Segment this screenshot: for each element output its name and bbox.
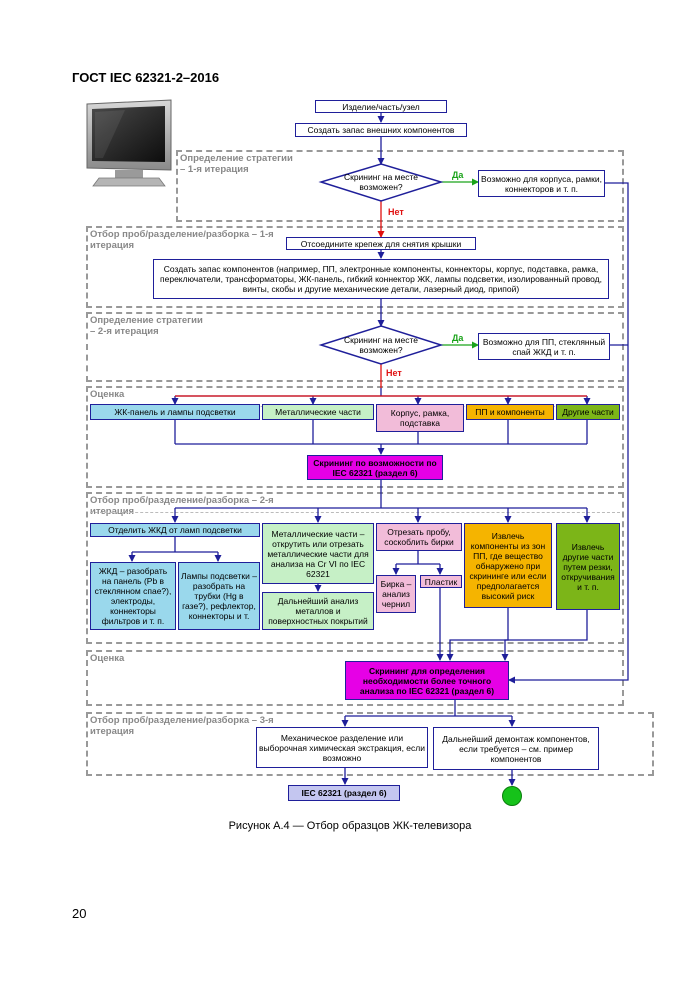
node-screening-accurate: Скрининг для определения необходимости б…	[345, 661, 509, 700]
node-possible-pcb: Возможно для ПП, стеклянный спай ЖКД и т…	[478, 333, 610, 360]
diamond-shape	[318, 325, 444, 365]
frame-disassembly-2-label: Отбор проб/разделение/разборка – 2-я ите…	[90, 495, 274, 517]
node-cat-case: Корпус, рамка, подставка	[376, 404, 464, 432]
node-cat-metal: Металлические части	[262, 404, 374, 420]
no-label: Нет	[386, 368, 402, 378]
node-stock-external: Создать запас внешних компонентов	[295, 123, 467, 137]
node-separate-lcd: Отделить ЖКД от ламп подсветки	[90, 523, 260, 537]
frame-assessment-1	[86, 386, 624, 488]
frame-disassembly-1-label: Отбор проб/разделение/разборка – 1-я ите…	[90, 229, 274, 251]
node-further-dismantle: Дальнейший демонтаж компонентов, если тр…	[433, 727, 599, 770]
node-lamps-disassemble: Лампы подсветки – разобрать на трубки (H…	[178, 562, 260, 630]
frame-strategy-1-label: Определение стратегии – 1-я итерация	[180, 153, 293, 175]
node-cat-lcd: ЖК-панель и лампы подсветки	[90, 404, 260, 420]
yes-label: Да	[452, 333, 464, 343]
node-cat-other: Другие части	[556, 404, 620, 420]
no-label: Нет	[388, 207, 404, 217]
node-label-ink: Бирка – анализ чернил	[376, 575, 416, 613]
node-metal-cut: Металлические части – открутить или отре…	[262, 523, 374, 584]
lcd-tv-icon	[85, 98, 175, 190]
node-plastic: Пластик	[420, 575, 462, 588]
node-cat-pcb: ПП и компоненты	[466, 404, 554, 420]
frame-disassembly-3	[86, 712, 654, 776]
node-lcd-disassemble: ЖКД – разобрать на панель (Pb в стеклянн…	[90, 562, 176, 630]
node-product: Изделие/часть/узел	[315, 100, 447, 113]
frame-assessment-2	[86, 650, 624, 706]
frame-assessment-1-label: Оценка	[90, 389, 125, 400]
node-screening-feasible: Скрининг по возможности по IEC 62321 (ра…	[307, 455, 443, 480]
frame-strategy-2-label: Определение стратегии – 2-я итерация	[90, 315, 203, 337]
figure-caption: Рисунок А.4 — Отбор образцов ЖК-телевизо…	[228, 820, 472, 832]
node-extract-other: Извлечь другие части путем резки, откруч…	[556, 523, 620, 610]
node-metal-further: Дальнейший анализ металлов и поверхностн…	[262, 592, 374, 630]
document-header: ГОСТ IEC 62321-2–2016	[72, 70, 220, 85]
node-cut-sample: Отрезать пробу, соскоблить бирки	[376, 523, 462, 551]
node-iec-section6: IEC 62321 (раздел 6)	[288, 785, 400, 801]
frame-disassembly-2	[86, 492, 624, 644]
node-extract-pcb: Извлечь компоненты из зон ПП, где вещест…	[464, 523, 552, 608]
separator-line	[90, 512, 620, 513]
frame-disassembly-3-label: Отбор проб/разделение/разборка – 3-я ите…	[90, 715, 274, 737]
node-possible-case: Возможно для корпуса, рамки, коннекторов…	[478, 170, 605, 197]
node-stock-components: Создать запас компонентов (например, ПП,…	[153, 259, 609, 299]
yes-label: Да	[452, 170, 464, 180]
diamond-shape	[318, 163, 444, 202]
node-mechanical-separation: Механическое разделение или выборочная х…	[256, 727, 428, 768]
screening-decision-2: Скрининг на месте возможен?	[343, 335, 419, 355]
page-number: 20	[72, 906, 87, 921]
frame-strategy-1	[176, 150, 624, 222]
node-detach: Отсоедините крепеж для снятия крышки	[286, 237, 476, 250]
end-circle-icon	[502, 786, 522, 806]
screening-decision-1: Скрининг на месте возможен?	[343, 172, 419, 192]
frame-strategy-2	[86, 312, 624, 382]
frame-disassembly-1	[86, 226, 624, 308]
frame-assessment-2-label: Оценка	[90, 653, 125, 664]
